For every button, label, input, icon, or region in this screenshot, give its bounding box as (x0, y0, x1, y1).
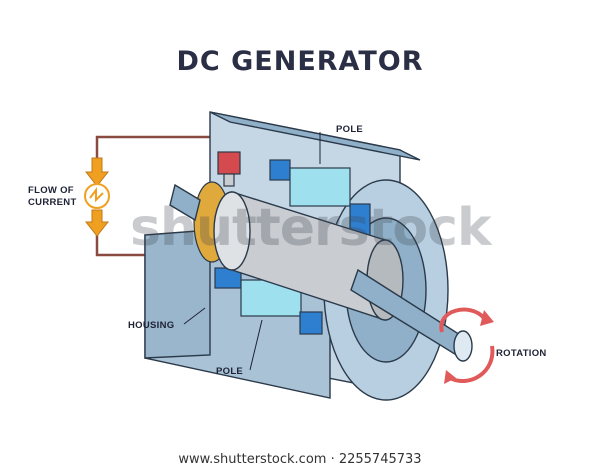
bottom-pole (214, 267, 323, 335)
label-flow-of-current: FLOW OF CURRENT (28, 185, 77, 208)
current-arrow-icon (84, 157, 110, 237)
label-pole-bottom: POLE (216, 366, 244, 377)
top-pole (269, 159, 371, 239)
label-pole-top: POLE (336, 124, 364, 135)
brush (217, 151, 241, 187)
leader-lines (183, 132, 321, 371)
footer-strip (0, 440, 600, 470)
rotation-arrowheads-icon (444, 310, 494, 384)
watermark: shutterstock (130, 198, 492, 258)
label-housing: HOUSING (128, 320, 175, 331)
label-rotation: ROTATION (496, 348, 547, 359)
shaft (169, 183, 473, 362)
footer-text: www.shutterstock.com · 2255745733 (178, 452, 422, 467)
rotation-arrow-icon (439, 307, 495, 383)
diagram-title: DC GENERATOR (176, 46, 424, 77)
